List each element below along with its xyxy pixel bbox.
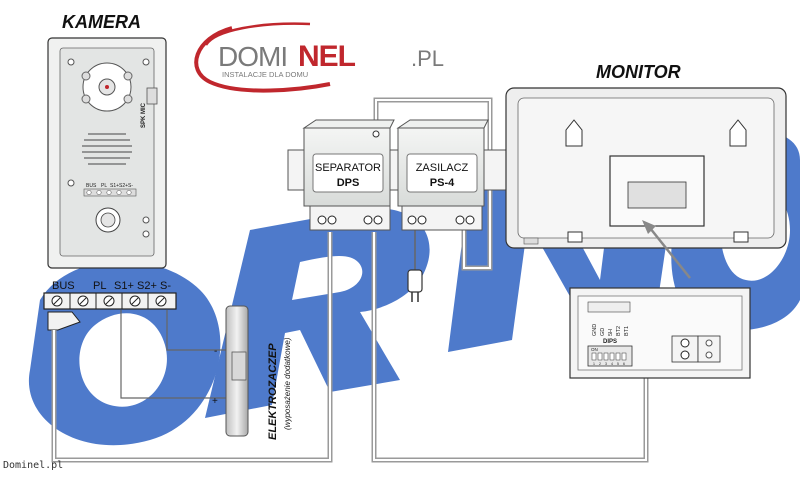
dip-num-3: 3 xyxy=(605,362,607,366)
logo-swoosh xyxy=(194,26,331,93)
camera-terminal-block xyxy=(43,292,177,331)
logo-text-nel: NEL xyxy=(298,40,356,73)
logo-tagline: INSTALACJE DLA DOMU xyxy=(222,70,308,79)
mains-plug xyxy=(407,269,423,302)
camera-term-label-bus: BUS xyxy=(52,280,75,292)
logo-swoosh-top xyxy=(204,22,311,46)
wire-lock-plus xyxy=(120,310,226,399)
psu-label-line1: ZASILACZ xyxy=(416,162,469,174)
camera-title: KAMERA xyxy=(62,12,141,32)
lock-subtitle: (wyposażenie dodatkowe) xyxy=(283,337,292,430)
pin-label-5h: 5H xyxy=(608,329,614,336)
camera-panel-term-0: BUS xyxy=(86,183,97,189)
dip-num-4: 4 xyxy=(611,362,613,366)
psu-label-line2: PS-4 xyxy=(430,177,455,189)
logo-text-suffix: .PL xyxy=(411,46,444,71)
dip-num-5: 5 xyxy=(617,362,619,366)
site-credit: Dominel.pl xyxy=(3,460,64,471)
dip-num-2: 2 xyxy=(599,362,601,366)
psu-module: ZASILACZ PS-4 xyxy=(396,119,489,231)
lock-plus-label: + xyxy=(212,396,218,407)
pin-label-gd: GD xyxy=(600,328,606,336)
camera-spk-mic-label: SPK MIC xyxy=(141,102,147,128)
pin-label-bt2: BT2 xyxy=(616,326,622,336)
electric-lock: - + ELEKTROZACZEP (wyposażenie dodatkowe… xyxy=(212,305,292,440)
detail-pointer xyxy=(649,227,691,279)
pin-label-bt1: BT1 xyxy=(624,326,630,336)
wire-lock-minus xyxy=(166,310,226,351)
dip-on-label: ON xyxy=(591,347,598,352)
camera-unit: SPK MIC BUS PL S1+ S2+ S- xyxy=(47,37,167,269)
logo-text-domi: DOMI xyxy=(218,41,287,72)
camera-panel-term-3: S2+ xyxy=(119,183,128,189)
camera-term-label-s1: S1+ xyxy=(114,280,134,292)
dip-num-1: 1 xyxy=(593,362,595,366)
camera-panel-term-4: S- xyxy=(128,183,133,189)
dominel-logo: DOMI NEL .PL INSTALACJE DLA DOMU xyxy=(194,22,444,93)
lock-title: ELEKTROZACZEP xyxy=(267,343,279,440)
separator-module: SEPARATOR DPS xyxy=(302,119,395,231)
camera-panel-term-1: PL xyxy=(101,183,107,189)
monitor-title: MONITOR xyxy=(596,62,681,82)
separator-label-line2: DPS xyxy=(337,177,360,189)
camera-term-label-sminus: S- xyxy=(160,280,171,292)
speaker-grille xyxy=(82,133,132,165)
camera-term-label-s2: S2+ xyxy=(137,280,157,292)
lock-minus-label: - xyxy=(214,346,217,357)
dip-num-6: 6 xyxy=(623,362,625,366)
pin-label-gnd: GND xyxy=(592,324,598,336)
camera-panel-term-2: S1+ xyxy=(110,183,119,189)
monitor-detail: GND GD 5H BT2 BT1 DIPS ON 1 2 3 4 5 6 xyxy=(569,287,751,379)
monitor-unit xyxy=(505,87,787,279)
dips-label: DIPS xyxy=(603,339,617,345)
separator-label-line1: SEPARATOR xyxy=(315,162,381,174)
camera-term-label-pl: PL xyxy=(93,280,106,292)
wire-bus-camera-inner xyxy=(53,232,331,461)
